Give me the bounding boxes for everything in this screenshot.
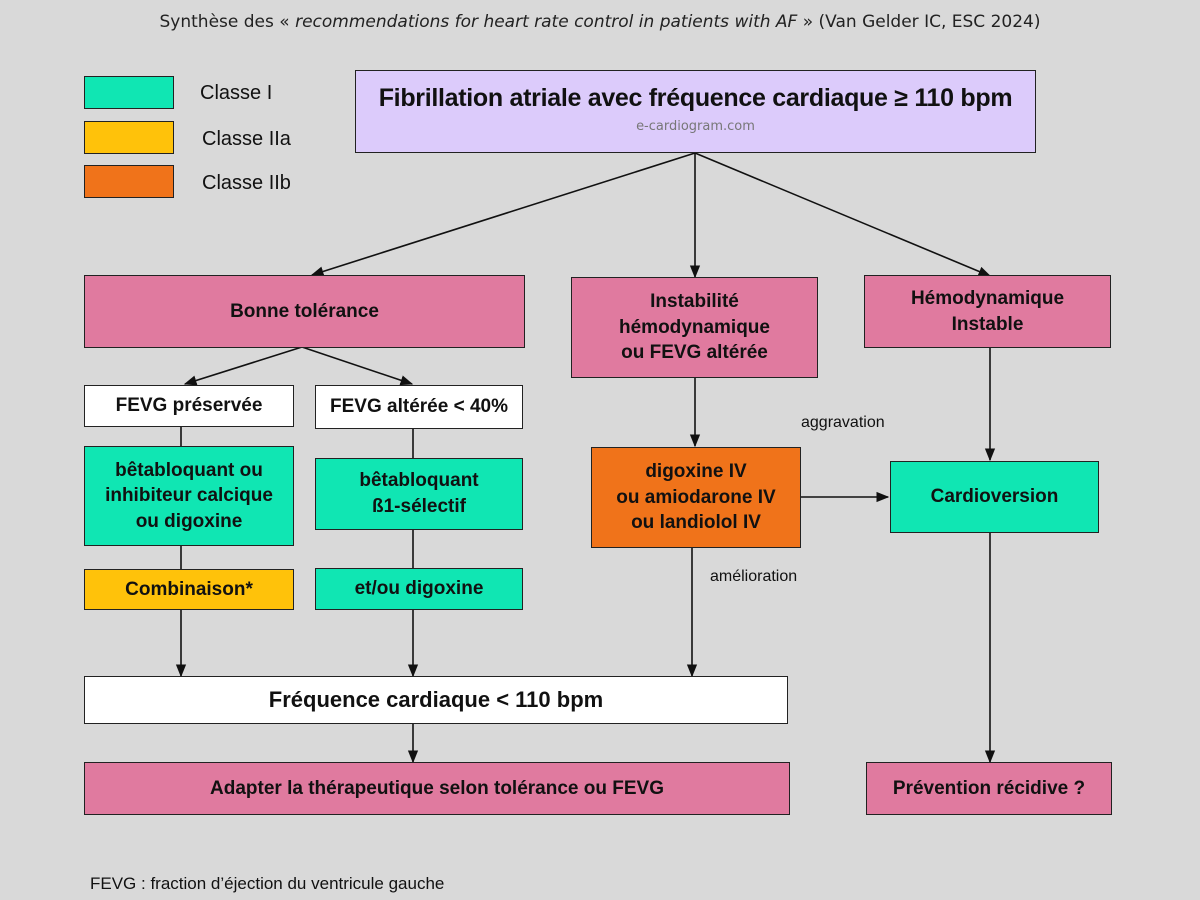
node-prevention-label: Prévention récidive ?: [892, 777, 1086, 799]
node-traitement-preservee: bêtabloquant ou inhibiteur calcique ou d…: [84, 446, 294, 546]
node-hemo-line: Hémodynamique: [910, 287, 1065, 309]
title-suffix: » (Van Gelder IC, ESC 2024): [797, 12, 1041, 32]
legend-label-class-iib: Classe IIb: [202, 172, 291, 194]
arrow-header-to-bonne-tolerance: [310, 152, 696, 277]
node-traitement-iv: digoxine IV ou amiodarone IV ou landiolo…: [591, 447, 801, 548]
edge-label-amelioration: amélioration: [710, 568, 798, 585]
legend-swatch-class-iia: [84, 121, 174, 154]
node-instabilite-line: Instabilité: [650, 291, 739, 313]
node-hemo-line: Instable: [951, 313, 1024, 335]
node-combinaison-label: Combinaison*: [125, 578, 253, 600]
page-title: Synthèse des « recommendations for heart…: [0, 12, 1200, 32]
node-et-ou-digoxine: et/ou digoxine: [315, 568, 523, 610]
node-fevg-alteree: FEVG altérée < 40%: [315, 385, 523, 429]
title-italic: recommendations for heart rate control i…: [295, 12, 798, 32]
node-prevention: Prévention récidive ?: [866, 762, 1112, 815]
arrow-tolerance-to-fevg-alteree: [301, 346, 414, 386]
iv-line: ou landiolol IV: [631, 512, 761, 534]
iv-line: digoxine IV: [645, 461, 747, 483]
legend-swatch-class-i: [84, 76, 174, 109]
arrow-tolerance-to-fevg-preservee: [183, 346, 303, 386]
node-fevg-preservee: FEVG préservée: [84, 385, 294, 427]
node-fevg-preservee-label: FEVG préservée: [115, 395, 263, 417]
treatment-line: bêtabloquant: [359, 470, 479, 492]
legend-label-class-iia: Classe IIa: [202, 128, 291, 150]
node-fc-cible: Fréquence cardiaque < 110 bpm: [84, 676, 788, 724]
iv-line: ou amiodarone IV: [616, 486, 776, 508]
node-bonne-tolerance-label: Bonne tolérance: [230, 300, 379, 322]
watermark: e-cardiogram.com: [636, 118, 755, 134]
treatment-line: ou digoxine: [135, 510, 243, 532]
treatment-line: inhibiteur calcique: [105, 485, 273, 507]
arrow-header-to-hemo-instable: [694, 152, 992, 277]
node-cardioversion-label: Cardioversion: [930, 486, 1059, 508]
footnote: FEVG : fraction d’éjection du ventricule…: [90, 874, 445, 893]
node-adapter: Adapter la thérapeutique selon tolérance…: [84, 762, 790, 815]
node-instabilite-line: hémodynamique: [619, 316, 770, 338]
node-fc-cible-label: Fréquence cardiaque < 110 bpm: [268, 687, 604, 713]
header-text: Fibrillation atriale avec fréquence card…: [378, 83, 1013, 112]
node-instabilite: Instabilité hémodynamique ou FEVG altéré…: [571, 277, 818, 378]
title-prefix: Synthèse des «: [159, 12, 296, 32]
edge-label-aggravation: aggravation: [801, 414, 885, 431]
node-cardioversion: Cardioversion: [890, 461, 1099, 533]
node-traitement-alteree: bêtabloquant ß1-sélectif: [315, 458, 523, 530]
node-et-ou-digoxine-label: et/ou digoxine: [354, 578, 484, 600]
treatment-line: ß1-sélectif: [372, 496, 466, 517]
node-combinaison: Combinaison*: [84, 569, 294, 610]
legend-swatch-class-iib: [84, 165, 174, 198]
node-hemodynamique-instable: Hémodynamique Instable: [864, 275, 1111, 348]
node-adapter-label: Adapter la thérapeutique selon tolérance…: [210, 777, 664, 799]
header-box: Fibrillation atriale avec fréquence card…: [355, 70, 1036, 153]
treatment-line: bêtabloquant ou: [115, 459, 263, 481]
legend-label-class-i: Classe I: [200, 82, 273, 104]
node-instabilite-line: ou FEVG altérée: [621, 342, 768, 364]
node-bonne-tolerance: Bonne tolérance: [84, 275, 525, 348]
node-fevg-alteree-label: FEVG altérée < 40%: [330, 396, 508, 418]
